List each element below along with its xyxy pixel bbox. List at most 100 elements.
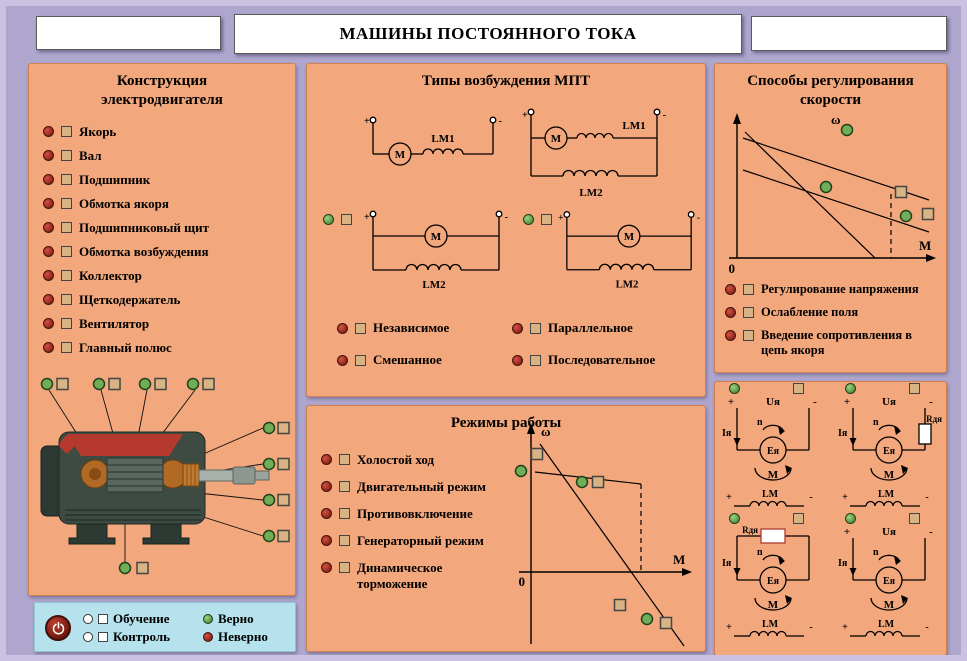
speed-title: Способы регулирования скорости xyxy=(747,73,914,108)
select-button[interactable] xyxy=(61,150,72,161)
circuit-answer-button[interactable] xyxy=(793,513,804,524)
svg-text:LM: LM xyxy=(878,619,895,630)
excitation-answer-button[interactable] xyxy=(541,214,552,225)
legend-results: Верно Неверно xyxy=(203,610,268,646)
motor-part-button[interactable] xyxy=(154,377,167,391)
panel-operating-modes: Режимы работы Холостой ход Двигательный … xyxy=(306,405,706,652)
select-button[interactable] xyxy=(61,342,72,353)
modes-item-list: Холостой ход Двигательный режим Противов… xyxy=(321,452,503,603)
svg-text:LM1: LM1 xyxy=(431,133,454,145)
graph-marker-button[interactable] xyxy=(530,447,544,461)
svg-text:LM2: LM2 xyxy=(422,279,446,291)
select-button[interactable] xyxy=(743,284,754,295)
svg-text:-: - xyxy=(929,396,933,408)
graph-marker-button[interactable] xyxy=(894,185,908,199)
motor-cutaway-image xyxy=(40,377,290,575)
select-button[interactable] xyxy=(61,198,72,209)
select-button[interactable] xyxy=(530,322,541,334)
motor-part-led xyxy=(262,493,276,507)
item-label: Главный полюс xyxy=(79,339,172,355)
motor-part-button[interactable] xyxy=(202,377,215,391)
select-button[interactable] xyxy=(61,246,72,257)
armature-circuit-3: Rдя Iя n Eя M + LM - xyxy=(722,525,813,637)
circuit-answer-led xyxy=(845,513,856,524)
select-button[interactable] xyxy=(743,307,754,318)
power-button[interactable] xyxy=(45,615,71,641)
legend-correct-row: Верно xyxy=(203,610,268,628)
graph-marker-button[interactable] xyxy=(659,616,673,630)
select-button[interactable] xyxy=(61,174,72,185)
circuit-answer-button[interactable] xyxy=(909,513,920,524)
select-button[interactable] xyxy=(355,354,366,366)
status-led xyxy=(512,354,523,366)
svg-text:M: M xyxy=(624,231,634,243)
header-left-box xyxy=(36,16,221,50)
status-led xyxy=(43,342,54,353)
motor-part-button[interactable] xyxy=(277,529,290,543)
graph-marker-button[interactable] xyxy=(613,598,627,612)
legend-incorrect-label: Неверно xyxy=(218,629,268,644)
modes-title: Режимы работы xyxy=(450,415,562,431)
status-led xyxy=(43,222,54,233)
motor-body xyxy=(40,431,270,545)
excitation-answer: Независимое xyxy=(337,320,449,336)
panel-construction: Конструкция электродвигателя Якорь Вал П… xyxy=(28,63,296,596)
select-button[interactable] xyxy=(339,481,350,492)
select-button[interactable] xyxy=(339,562,350,573)
mode-item: Противовключение xyxy=(321,506,503,522)
svg-text:+: + xyxy=(364,212,370,223)
svg-text:+: + xyxy=(726,622,732,633)
svg-text:+: + xyxy=(842,622,848,633)
svg-text:LM: LM xyxy=(762,619,779,630)
svg-text:-: - xyxy=(925,622,928,633)
excitation-answer-button[interactable] xyxy=(341,214,352,225)
motor-part-led xyxy=(118,561,132,575)
svg-text:M: M xyxy=(431,231,442,243)
motor-part-button[interactable] xyxy=(136,561,149,575)
select-button[interactable] xyxy=(61,222,72,233)
graph-marker-led xyxy=(640,612,654,626)
svg-text:Uя: Uя xyxy=(882,396,896,408)
status-led xyxy=(321,508,332,519)
motor-part-button[interactable] xyxy=(56,377,69,391)
svg-text:+: + xyxy=(522,110,528,121)
svg-text:-: - xyxy=(697,212,700,223)
graph-marker-button[interactable] xyxy=(921,207,935,221)
status-led xyxy=(512,322,523,334)
select-button[interactable] xyxy=(355,322,366,334)
select-button[interactable] xyxy=(61,126,72,137)
circuit-answer-button[interactable] xyxy=(793,383,804,394)
svg-text:n: n xyxy=(757,547,763,558)
motor-part-button[interactable] xyxy=(277,457,290,471)
graph-marker-led xyxy=(840,123,854,137)
item-label: Вентилятор xyxy=(79,315,150,331)
item-label: Холостой ход xyxy=(357,452,435,467)
select-button[interactable] xyxy=(530,354,541,366)
select-button[interactable] xyxy=(61,270,72,281)
select-button[interactable] xyxy=(339,454,350,465)
armature-circuit-4: + Uя - Iя n Eя M + LM - xyxy=(838,526,933,637)
status-led xyxy=(43,270,54,281)
motor-part-button[interactable] xyxy=(108,377,121,391)
svg-text:LM2: LM2 xyxy=(616,278,639,290)
svg-text:Eя: Eя xyxy=(767,576,780,587)
legend-panel: Обучение Контроль Верно Неверно xyxy=(34,602,296,652)
motor-part-button[interactable] xyxy=(277,421,290,435)
select-button[interactable] xyxy=(339,535,350,546)
answer-label: Последовательное xyxy=(548,352,656,367)
select-button[interactable] xyxy=(61,318,72,329)
select-button[interactable] xyxy=(339,508,350,519)
motor-part-led xyxy=(262,421,276,435)
item-label: Генераторный режим xyxy=(357,533,484,548)
panel-speed-regulation: Способы регулирования скорости ω M 0 xyxy=(714,63,947,373)
speed-item-list: Регулирование напряжения Ослабление поля… xyxy=(725,282,943,366)
motor-part-button[interactable] xyxy=(277,493,290,507)
mode-item: Двигательный режим xyxy=(321,479,503,495)
construction-item: Якорь xyxy=(43,124,295,140)
circuit-answer-button[interactable] xyxy=(909,383,920,394)
select-button[interactable] xyxy=(743,330,754,341)
graph-marker-button[interactable] xyxy=(591,475,605,489)
select-button[interactable] xyxy=(61,294,72,305)
excitation-circuit-1: + - M LM1 xyxy=(364,116,502,166)
